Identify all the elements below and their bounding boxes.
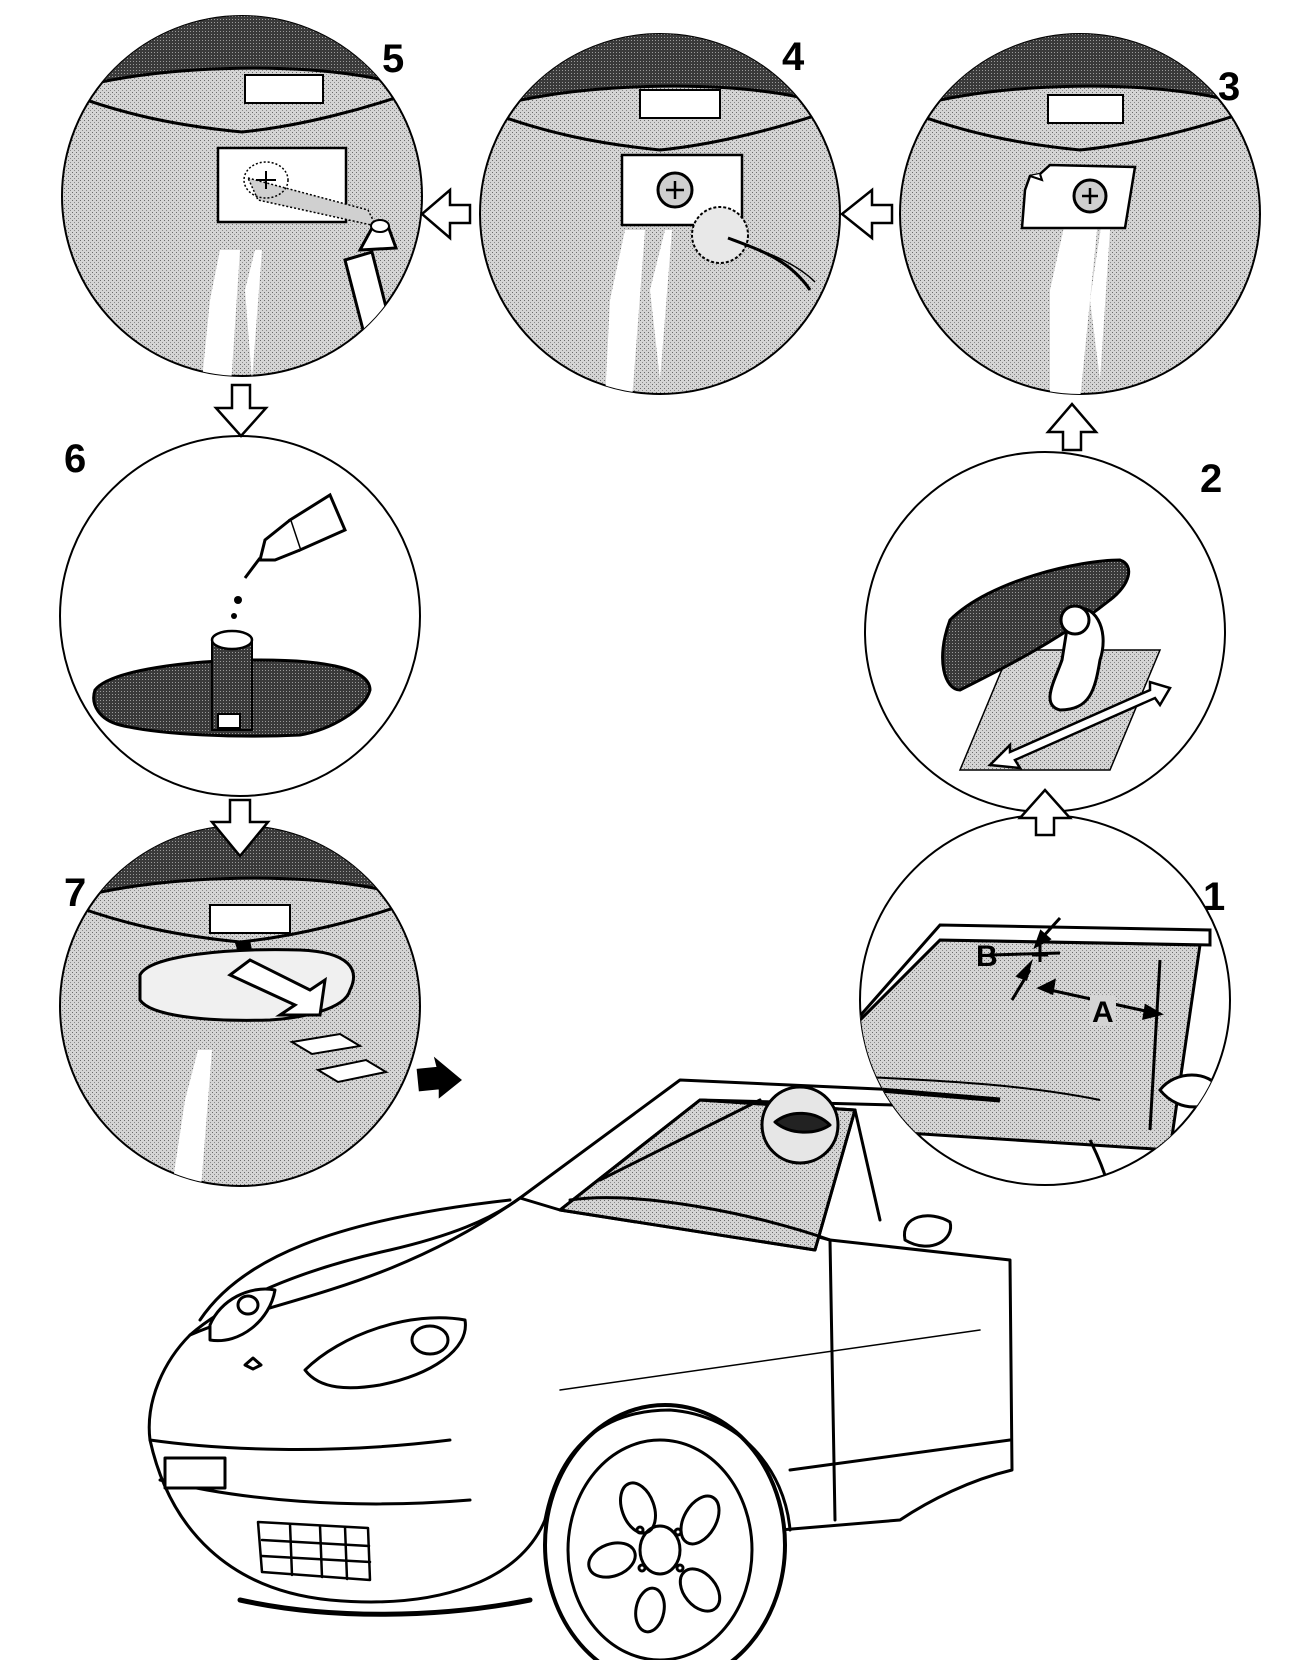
step-number-1: 1 [1203,875,1225,919]
front-grille [256,1520,372,1582]
step-3-panel: 3 [899,33,1261,395]
arrow-step2-to-step3 [1045,402,1099,452]
step-number-5: 5 [382,37,404,81]
step-number-2: 2 [1200,457,1222,501]
step-4-panel: 4 [479,33,841,395]
arrow-step3-to-step4 [839,187,894,241]
step-1-panel: B A 1 [859,814,1231,1186]
car-illustration [147,1078,1014,1660]
dimension-label-a: A [1092,996,1114,1029]
flow-arrows [209,187,1099,1099]
step-6-panel: 6 [59,435,421,797]
arrow-step1-to-step2 [1017,788,1073,837]
arrow-step6-to-step7 [209,798,271,858]
step-2-panel: 2 [864,451,1226,813]
step-number-3: 3 [1218,65,1240,109]
step-7-panel: 7 [59,825,421,1187]
arrow-step7-to-car [416,1056,462,1099]
step-number-4: 4 [782,35,805,79]
dimension-label-b: B [976,940,998,973]
step-number-6: 6 [64,437,86,481]
front-wheel [543,1403,787,1660]
arrow-step5-to-step6 [213,383,269,438]
step-5-panel: 5 [61,15,423,377]
step-number-7: 7 [64,871,86,915]
arrow-step4-to-step5 [420,187,472,241]
